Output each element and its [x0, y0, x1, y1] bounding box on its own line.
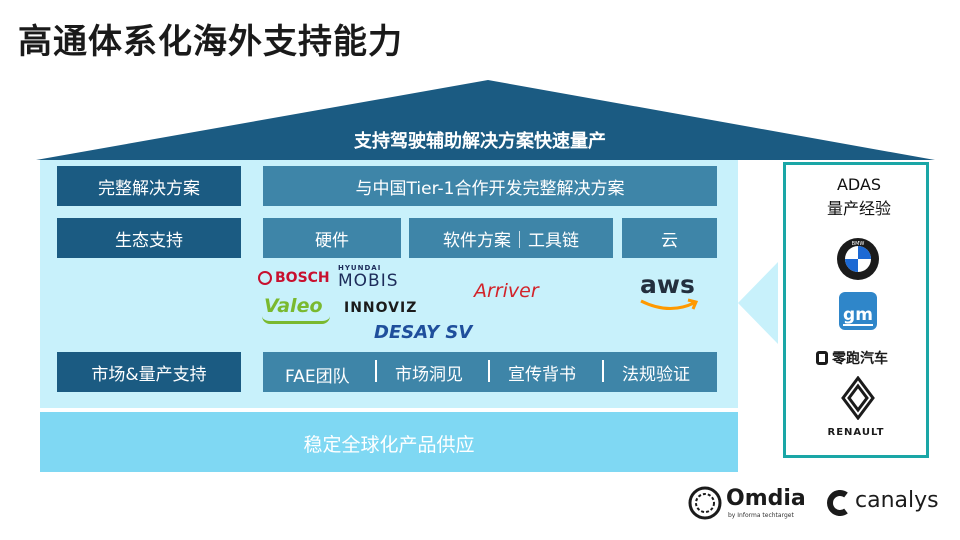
omdia-mark-icon: [688, 486, 722, 520]
market-items-bar: FAE团队 市场洞见 宣传背书 法规验证: [263, 352, 717, 392]
foundation-bar: [40, 412, 738, 472]
canalys-mark-icon: [827, 490, 848, 516]
gm-logo: gm: [839, 292, 877, 330]
panel-title-line1: ADAS: [836, 175, 882, 194]
svg-text:BMW: BMW: [852, 241, 865, 247]
aws-smile-icon: [640, 298, 699, 310]
market-divider: [488, 360, 490, 382]
mobis-label: MOBIS: [338, 271, 399, 291]
page-title: 高通体系化海外支持能力: [18, 22, 403, 62]
promotion-item: 宣传背书: [508, 365, 576, 385]
renault-diamond-icon: [841, 376, 875, 420]
omdia-logo: Omdia: [726, 486, 806, 511]
complete-solution-label: 完整解决方案: [57, 166, 241, 206]
innoviz-logo: INNOVIZ: [344, 300, 418, 316]
valeo-logo: Valeo: [264, 295, 323, 317]
valeo-swoosh-icon: [262, 316, 330, 324]
leapmotor-logo: 零跑汽车: [816, 348, 888, 368]
leapmotor-name: 零跑汽车: [832, 351, 888, 367]
hyundai-label: HYUNDAI: [338, 264, 382, 272]
bosch-logo: BOSCH: [258, 270, 330, 286]
adas-experience-panel: ADAS 量产经验 BMW gm 零跑汽车 RENAULT: [783, 162, 929, 458]
software-toolchain-box: 软件方案｜工具链: [409, 218, 613, 258]
cloud-box: 云: [622, 218, 717, 258]
bosch-ring-icon: [258, 271, 272, 285]
desay-sv-logo: DESAY SV: [374, 322, 473, 343]
renault-name: RENAULT: [827, 427, 885, 438]
fae-team-item: FAE团队: [285, 367, 350, 387]
ecosystem-support-label: 生态支持: [57, 218, 241, 258]
regulation-item: 法规验证: [622, 365, 690, 385]
panel-title-line2: 量产经验: [826, 199, 891, 218]
bosch-name: BOSCH: [275, 270, 330, 286]
bmw-logo-icon: BMW: [837, 238, 879, 280]
canalys-logo: canalys: [855, 488, 939, 513]
leapmotor-mark-icon: [816, 351, 828, 365]
left-arrow-icon: [738, 262, 778, 344]
market-divider: [375, 360, 377, 382]
market-support-label: 市场&量产支持: [57, 352, 241, 392]
market-insight-item: 市场洞见: [395, 365, 463, 385]
tier1-solution-box: 与中国Tier-1合作开发完整解决方案: [263, 166, 717, 206]
foundation-label: 稳定全球化产品供应: [303, 434, 475, 456]
gm-text: gm: [843, 305, 873, 326]
omdia-subtitle: by Informa techtarget: [728, 512, 794, 519]
market-divider: [602, 360, 604, 382]
hardware-box: 硬件: [263, 218, 401, 258]
hyundai-mobis-logo: HYUNDAI MOBIS: [338, 264, 399, 291]
aws-logo: aws: [640, 270, 695, 299]
roof-label: 支持驾驶辅助解决方案快速量产: [354, 131, 606, 152]
arriver-logo: Arriver: [474, 280, 539, 302]
